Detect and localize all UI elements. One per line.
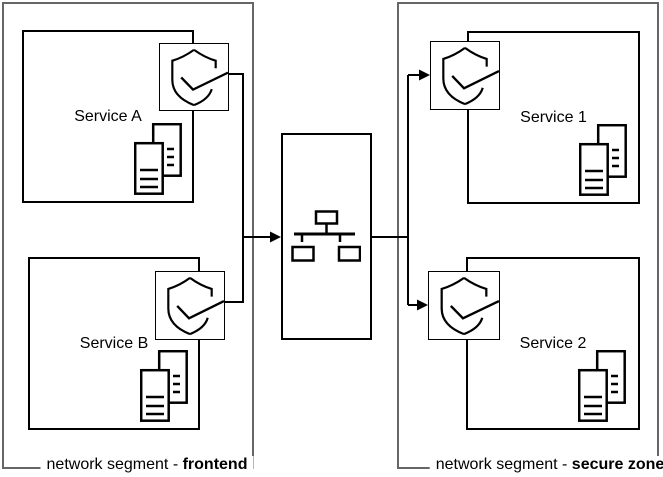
zone-label-secure: network segment - secure zone: [429, 456, 663, 474]
zone-label-frontend: network segment - frontend: [40, 456, 254, 474]
service-2-shield: [428, 271, 500, 340]
shield-check-icon: [442, 47, 499, 106]
zone-label-emphasis: secure zone: [571, 456, 663, 473]
documents-icon: [579, 124, 627, 196]
documents-icon: [578, 350, 626, 422]
node-service-b: Service B: [28, 257, 200, 430]
service-b-shield: [155, 271, 225, 340]
zone-label-emphasis: frontend: [182, 456, 248, 473]
node-service-2: Service 2: [466, 257, 640, 430]
service-1-shield: [430, 41, 500, 110]
service-a-shield: [159, 43, 229, 111]
shield-check-icon: [171, 48, 228, 107]
lan-switch-icon: [291, 210, 361, 262]
node-network-hub: [281, 133, 372, 340]
shield-check-icon: [440, 277, 499, 336]
zone-label-prefix: network segment -: [435, 456, 572, 473]
service-2-label: Service 2: [519, 335, 587, 352]
service-a-label: Service A: [74, 108, 142, 125]
service-1-label: Service 1: [520, 109, 587, 126]
documents-icon: [134, 123, 182, 195]
node-service-a: Service A: [22, 30, 194, 203]
service-b-label: Service B: [79, 335, 149, 352]
shield-check-icon: [167, 277, 224, 336]
documents-icon: [140, 350, 188, 422]
zone-label-prefix: network segment -: [46, 456, 183, 473]
